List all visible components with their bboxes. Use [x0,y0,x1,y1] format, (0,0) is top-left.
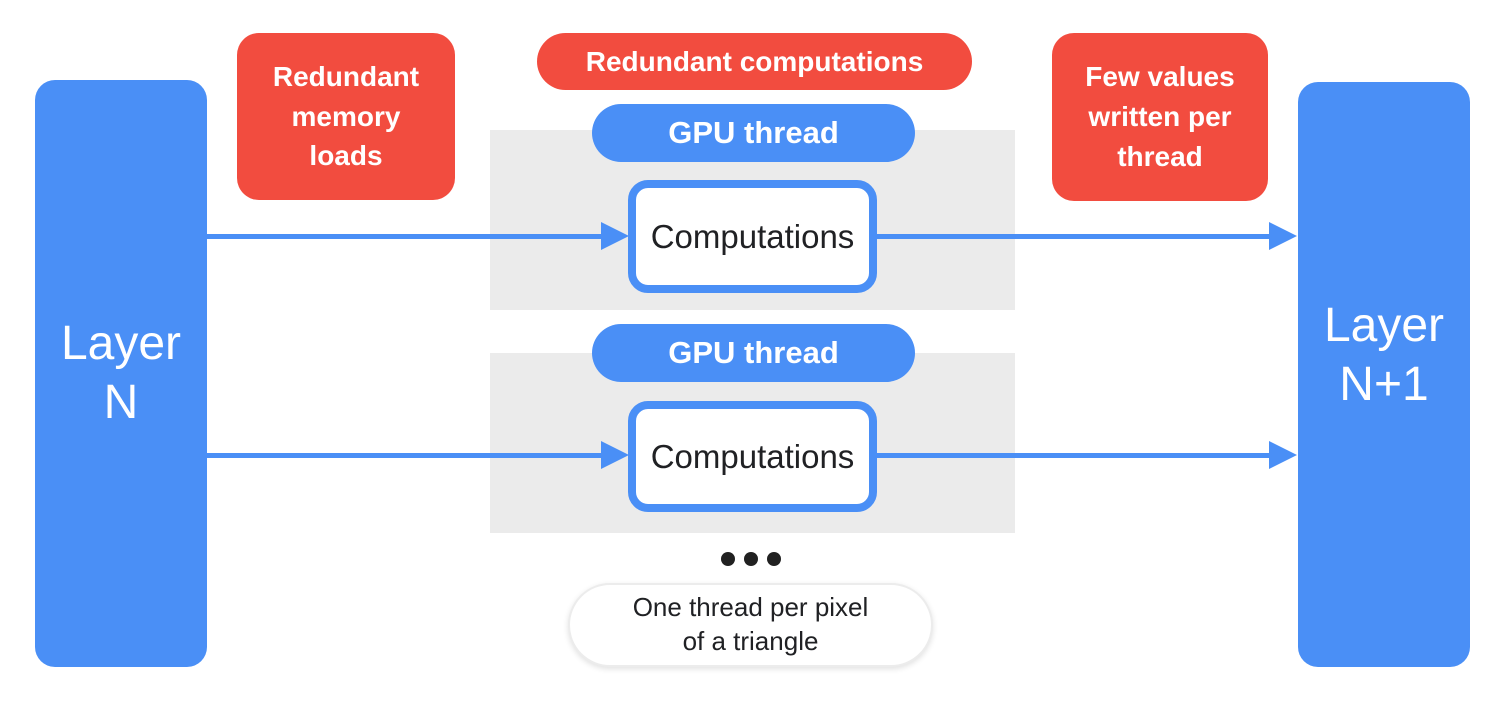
one-thread-per-pixel-label: One thread per pixel of a triangle [632,592,869,656]
dot-icon [744,552,758,566]
arrow-line-1-left [207,234,603,239]
redundant-computations-label: Redundant computations [585,45,924,77]
redundant-memory-loads-label: Redundant memory loads [272,60,420,172]
arrow-head-icon [601,222,629,250]
arrow-line-2-left [207,453,603,458]
layer-n-plus-1-label: Layer N+1 [1323,298,1445,411]
gpu-thread-label: GPU thread [668,335,839,370]
few-values-callout: Few values written per thread [1052,33,1268,201]
redundant-computations-callout: Redundant computations [537,33,972,90]
arrow-head-icon [1269,441,1297,469]
arrow-line-2-right [876,453,1270,458]
dot-icon [721,552,735,566]
one-thread-per-pixel-note: One thread per pixel of a triangle [568,583,933,667]
dot-icon [767,552,781,566]
gpu-thread-label: GPU thread [668,115,839,150]
gpu-thread-pill-2: GPU thread [592,324,915,382]
arrow-line-1-right [876,234,1270,239]
layer-n-label: Layer N [60,316,182,429]
computations-box-2: Computations [628,401,877,512]
arrow-head-icon [1269,222,1297,250]
gpu-thread-pill-1: GPU thread [592,104,915,162]
layer-n-plus-1-box: Layer N+1 [1298,82,1470,667]
redundant-memory-loads-callout: Redundant memory loads [237,33,455,200]
few-values-label: Few values written per thread [1085,61,1235,172]
computations-box-1: Computations [628,180,877,293]
arrow-head-icon [601,441,629,469]
computations-label: Computations [650,217,855,255]
computations-label: Computations [650,437,855,475]
ellipsis-dots-icon [0,552,1502,566]
layer-n-box: Layer N [35,80,207,667]
